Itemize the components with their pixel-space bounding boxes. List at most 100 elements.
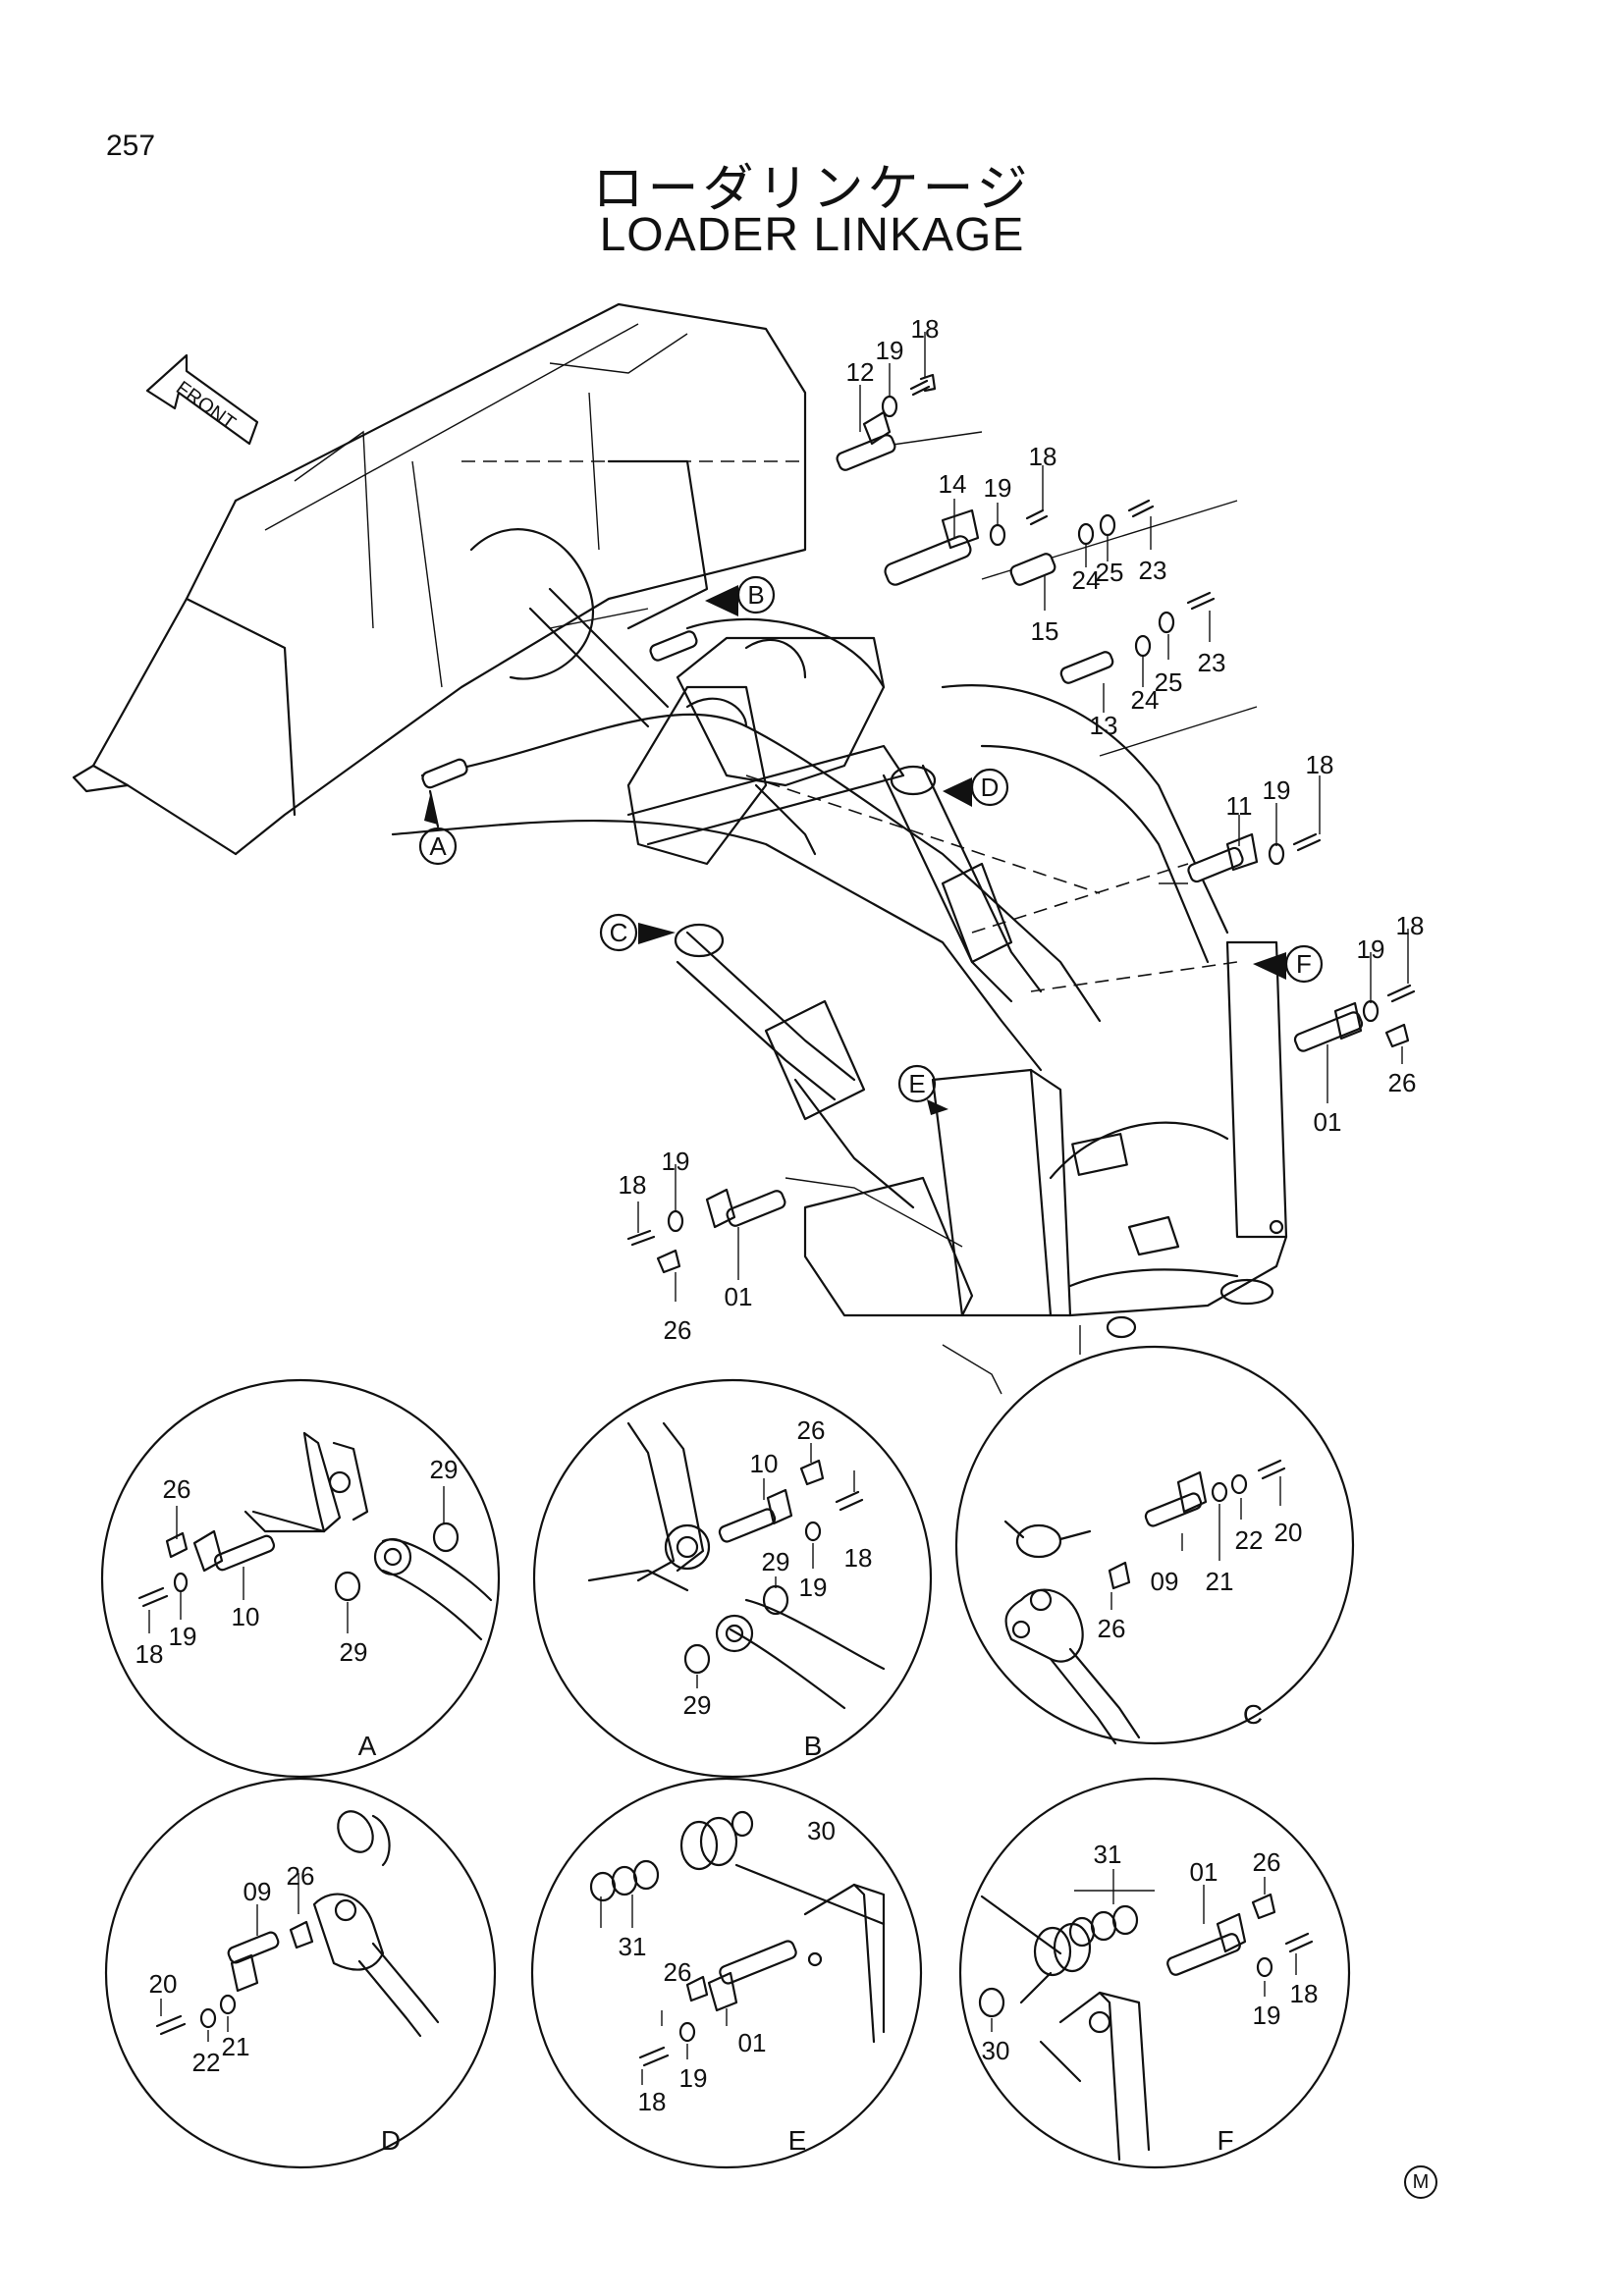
detail-caption-c: C	[1243, 1699, 1263, 1730]
part-number: 10	[750, 1449, 779, 1478]
part-number: 18	[1029, 442, 1057, 471]
page-number: 257	[106, 130, 156, 162]
part-number: 18	[638, 2087, 667, 2116]
callout-label-a: A	[429, 831, 447, 861]
part-number: 09	[1151, 1567, 1179, 1596]
detail-view-c: 20 22 21 09 26 C	[954, 1345, 1355, 1745]
pin-11	[1187, 832, 1259, 883]
part-number: 23	[1198, 648, 1226, 677]
part-number: 14	[939, 469, 967, 499]
callout-b: B	[705, 575, 776, 616]
part-number: 18	[1306, 750, 1334, 779]
title-english: LOADER LINKAGE	[599, 209, 1025, 261]
part-number: 30	[982, 2036, 1010, 2065]
guide-line	[971, 863, 1189, 934]
guide-line	[1099, 706, 1258, 757]
part-number: 19	[1253, 2001, 1281, 2030]
guide-line	[745, 774, 1101, 894]
part-number: 12	[846, 357, 875, 387]
leader-lines	[637, 332, 1409, 1302]
callout-c: C	[599, 913, 676, 952]
part-number: 23	[1139, 556, 1167, 585]
front-arrow-icon: FRONT	[145, 353, 259, 446]
pin-13	[1059, 651, 1114, 684]
part-number: 13	[1090, 711, 1118, 740]
part-number: 22	[192, 2048, 221, 2077]
part-number: 18	[1290, 1979, 1319, 2008]
detail-caption-f: F	[1217, 2125, 1233, 2156]
callout-label-d: D	[981, 773, 1000, 802]
detail-view-d: 26 09 20 21 22 D	[104, 1777, 497, 2169]
guide-line	[1030, 961, 1238, 992]
callout-d: D	[943, 768, 1009, 807]
main-part-labels: 12 19 18 14 19 18 24 25 23 15 24 25 23 1…	[619, 314, 1425, 1345]
detail-caption-e: E	[788, 2125, 807, 2156]
part-number: 19	[662, 1147, 690, 1176]
part-number: 01	[725, 1282, 753, 1311]
bucket-pin-a	[421, 758, 468, 789]
callout-f: F	[1253, 944, 1324, 984]
detail-view-e: 30 31 26 18 19 01 E	[530, 1777, 923, 2169]
part-number: 31	[619, 1932, 647, 1961]
detail-view-b: 26 10 18 29 19 29 B	[532, 1378, 933, 1779]
part-number: 26	[1098, 1614, 1126, 1643]
guide-line	[785, 1177, 963, 1248]
part-number: 24	[1131, 685, 1160, 715]
part-number: 29	[762, 1547, 790, 1576]
part-number: 22	[1235, 1525, 1264, 1555]
part-number: 26	[664, 1315, 692, 1345]
part-number: 25	[1155, 667, 1183, 697]
part-number: 19	[799, 1573, 828, 1602]
part-number: 18	[135, 1639, 164, 1669]
callout-label-c: C	[610, 918, 628, 947]
footer-mark: M	[1404, 2165, 1437, 2199]
part-number: 29	[683, 1690, 712, 1720]
detail-view-f: 31 26 01 18 19 30 F	[958, 1777, 1351, 2169]
pin-14	[884, 508, 980, 586]
part-number: 19	[1263, 775, 1291, 805]
bellcrank	[626, 636, 886, 866]
callout-label-f: F	[1296, 949, 1312, 979]
bucket-pin-b	[649, 630, 698, 662]
part-number: 11	[1226, 791, 1253, 821]
front-frame	[803, 940, 1288, 1395]
part-number: 21	[1206, 1567, 1234, 1596]
part-number: 30	[807, 1816, 836, 1845]
part-number: 09	[244, 1877, 272, 1906]
part-number: 29	[340, 1637, 368, 1667]
part-number: 24	[1072, 565, 1101, 595]
part-number: 21	[222, 2032, 250, 2061]
part-number: 25	[1096, 558, 1124, 587]
part-number: 26	[1253, 1847, 1281, 1877]
lift-cylinder	[674, 923, 915, 1209]
hardware	[626, 373, 1416, 1274]
callout-label-b: B	[747, 580, 764, 610]
part-number: 19	[876, 336, 904, 365]
detail-caption-a: A	[358, 1731, 377, 1761]
part-number: 19	[679, 2063, 708, 2093]
tilt-cylinder	[882, 764, 1043, 1003]
part-number: 26	[1388, 1068, 1417, 1097]
main-assembly: A B C D E F 12 19	[72, 302, 1425, 1395]
part-number: 26	[797, 1415, 826, 1445]
part-number: 26	[664, 1957, 692, 1987]
callout-label-e: E	[908, 1069, 925, 1098]
bucket	[72, 302, 807, 856]
detail-caption-d: D	[381, 2125, 401, 2156]
callout-a: A	[418, 789, 458, 866]
part-number: 29	[430, 1455, 459, 1484]
part-number: 18	[1396, 911, 1425, 940]
pin-01-right	[1293, 1001, 1364, 1052]
part-number: 15	[1031, 616, 1059, 646]
part-number: 01	[1314, 1107, 1342, 1137]
part-number: 18	[619, 1170, 647, 1200]
part-number: 18	[911, 314, 940, 344]
title-japanese: ローダリンケージ	[592, 160, 1032, 219]
detail-caption-b: B	[804, 1731, 823, 1761]
callout-e: E	[897, 1064, 948, 1115]
part-number: 20	[1274, 1518, 1303, 1547]
part-number: 01	[738, 2028, 767, 2057]
part-number: 19	[169, 1622, 197, 1651]
tilt-link	[528, 587, 905, 846]
